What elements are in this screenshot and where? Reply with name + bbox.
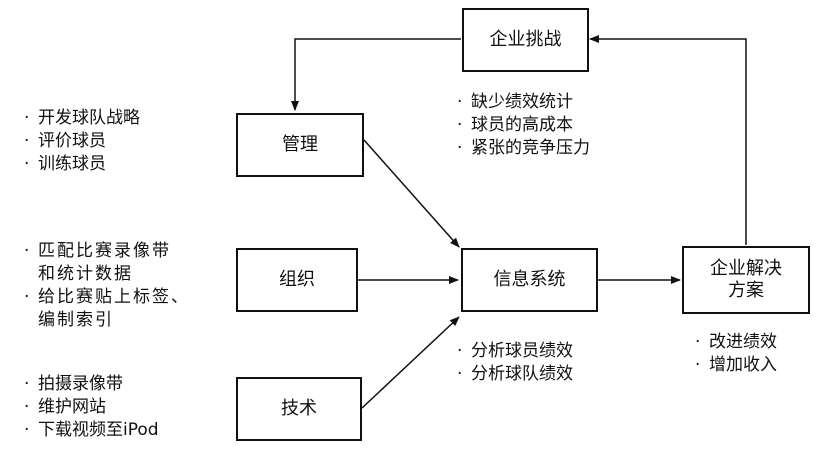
technology-list: · 拍摄录像带 · 维护网站 · 下载视频至iPod: [22, 373, 159, 442]
list-item-text: 评价球员: [38, 131, 106, 151]
bullet-icon: ·: [24, 131, 30, 151]
bullet-icon: ·: [695, 332, 701, 352]
list-item-text: 拍摄录像带: [38, 374, 123, 394]
list-item-text-line2: 和统计数据: [38, 264, 133, 284]
bullet-icon: ·: [24, 420, 30, 440]
list-item: · 维护网站: [22, 396, 159, 419]
list-item: · 匹配比赛录像带 和统计数据: [22, 240, 190, 286]
bullet-icon: ·: [24, 287, 32, 307]
management-box-label: 管理: [282, 134, 318, 155]
list-item-text: 训练球员: [38, 154, 106, 174]
list-item-text: 分析球队绩效: [471, 364, 573, 384]
list-item-text: 分析球员绩效: [471, 341, 573, 361]
list-item: · 评价球员: [22, 130, 140, 153]
list-item: · 分析球队绩效: [455, 363, 573, 386]
arrow-solution-to-challenge: [589, 35, 747, 245]
list-item-text: 球员的高成本: [471, 115, 573, 135]
list-item-text: 改进绩效: [709, 332, 777, 352]
bullet-icon: ·: [457, 138, 463, 158]
bullet-icon: ·: [24, 241, 32, 261]
bullet-icon: ·: [457, 341, 463, 361]
list-item: · 给比赛贴上标签、 编制索引: [22, 286, 190, 332]
bullet-icon: ·: [695, 355, 701, 375]
bullet-icon: ·: [457, 92, 463, 112]
list-item-text: 下载视频至iPod: [38, 420, 159, 440]
info-system-box-label: 信息系统: [493, 269, 566, 290]
arrow-management-to-info-system: [363, 139, 460, 248]
arrow-challenge-to-management: [291, 38, 461, 111]
arrow-technology-to-info-system: [361, 316, 460, 409]
solution-box-label-line1: 企业解决: [710, 258, 782, 279]
list-item-text-line2: 编制索引: [38, 310, 114, 330]
organization-list: · 匹配比赛录像带 和统计数据 · 给比赛贴上标签、 编制索引: [22, 240, 190, 332]
list-item: · 拍摄录像带: [22, 373, 159, 396]
organization-box: 组织: [236, 248, 358, 312]
list-item-text: 开发球队战略: [38, 108, 140, 128]
challenge-box-label: 企业挑战: [489, 29, 562, 50]
list-item: · 缺少绩效统计: [455, 91, 590, 114]
list-item: · 下载视频至iPod: [22, 419, 159, 442]
list-item: · 开发球队战略: [22, 107, 140, 130]
challenge-box: 企业挑战: [462, 8, 589, 72]
list-item-text: 增加收入: [709, 355, 777, 375]
bullet-icon: ·: [24, 154, 30, 174]
list-item: · 紧张的竞争压力: [455, 137, 590, 160]
list-item-text: 紧张的竞争压力: [471, 138, 590, 158]
technology-box: 技术: [236, 377, 362, 441]
solution-box-label-line2: 方案: [728, 280, 764, 301]
challenge-list: · 缺少绩效统计 · 球员的高成本 · 紧张的竞争压力: [455, 91, 590, 160]
list-item-text: 缺少绩效统计: [471, 92, 573, 112]
organization-box-label: 组织: [279, 269, 315, 290]
bullet-icon: ·: [24, 397, 30, 417]
list-item: · 分析球员绩效: [455, 340, 573, 363]
solution-box: 企业解决 方案: [682, 246, 810, 314]
list-item: · 增加收入: [693, 354, 777, 377]
bullet-icon: ·: [457, 364, 463, 384]
list-item-text: 维护网站: [38, 397, 106, 417]
bullet-icon: ·: [457, 115, 463, 135]
list-item: · 改进绩效: [693, 331, 777, 354]
management-box: 管理: [236, 113, 364, 177]
list-item: · 训练球员: [22, 153, 140, 176]
management-list: · 开发球队战略 · 评价球员 · 训练球员: [22, 107, 140, 176]
bullet-icon: ·: [24, 108, 30, 128]
bullet-icon: ·: [24, 374, 30, 394]
info-system-list: · 分析球员绩效 · 分析球队绩效: [455, 340, 573, 386]
info-system-box: 信息系统: [461, 248, 598, 312]
list-item-text-line1: 给比赛贴上标签、: [38, 287, 190, 307]
solution-list: · 改进绩效 · 增加收入: [693, 331, 777, 377]
list-item: · 球员的高成本: [455, 114, 590, 137]
list-item-text-line1: 匹配比赛录像带: [38, 241, 171, 261]
technology-box-label: 技术: [281, 398, 317, 419]
